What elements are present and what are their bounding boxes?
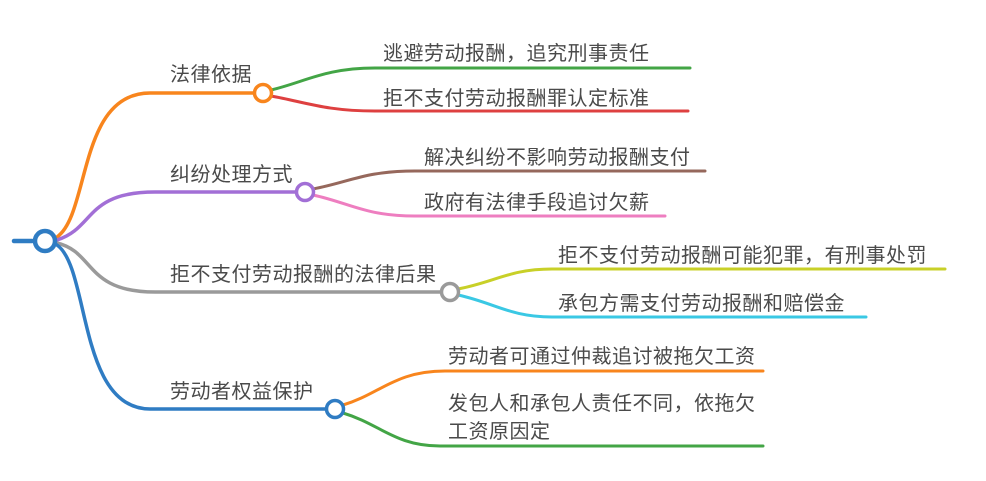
branch-worker-rights-label[interactable]: 劳动者权益保护: [170, 379, 314, 403]
branch-dispute-resolution-node-circle[interactable]: [294, 181, 316, 203]
child-arbitration-recover-wages-label[interactable]: 劳动者可通过仲裁追讨被拖欠工资: [448, 344, 756, 368]
branch-legal-basis-child-1-edge: [269, 66, 692, 92]
branch-dispute-resolution-edge: [55, 190, 299, 242]
branch-legal-consequences-node-circle[interactable]: [439, 281, 461, 303]
branch-dispute-resolution-child-2-edge: [311, 193, 667, 218]
branch-legal-basis-label[interactable]: 法律依据: [170, 62, 252, 86]
child-dispute-no-effect-on-payment-label[interactable]: 解决纠纷不影响劳动报酬支付: [424, 145, 691, 169]
branch-legal-basis-child-2-edge: [269, 94, 690, 113]
child-contractor-pay-compensation-label[interactable]: 承包方需支付劳动报酬和赔偿金: [558, 291, 845, 315]
child-possible-crime-penalty-label[interactable]: 拒不支付劳动报酬可能犯罪，有刑事处罚: [558, 243, 927, 267]
branch-legal-basis-edge: [55, 91, 256, 239]
branch-dispute-resolution-child-1-edge: [311, 169, 707, 191]
child-employer-contractor-responsibility-label[interactable]: 发包人和承包人责任不同，依拖欠工资原因定: [448, 391, 756, 443]
branch-worker-rights-node-circle[interactable]: [324, 398, 346, 420]
branch-worker-rights-child-1-edge: [341, 369, 765, 407]
branch-legal-consequences-label[interactable]: 拒不支付劳动报酬的法律后果: [170, 262, 437, 286]
child-evade-payment-criminal-liability-label[interactable]: 逃避劳动报酬，追究刑事责任: [383, 41, 650, 65]
branch-legal-basis-node-circle[interactable]: [252, 82, 274, 104]
root-node-circle[interactable]: [32, 228, 58, 254]
branch-worker-rights-child-2-edge: [341, 411, 765, 448]
branch-legal-consequences-child-2-edge: [456, 293, 868, 319]
branch-legal-consequences-child-1-edge: [456, 267, 947, 291]
branch-legal-consequences-edge: [55, 241, 444, 294]
child-government-legal-means-label[interactable]: 政府有法律手段追讨欠薪: [424, 190, 650, 214]
branch-dispute-resolution-label[interactable]: 纠纷处理方式: [170, 162, 293, 186]
branch-worker-rights-edge: [55, 243, 329, 411]
child-refusal-crime-standard-label[interactable]: 拒不支付劳动报酬罪认定标准: [383, 86, 650, 110]
